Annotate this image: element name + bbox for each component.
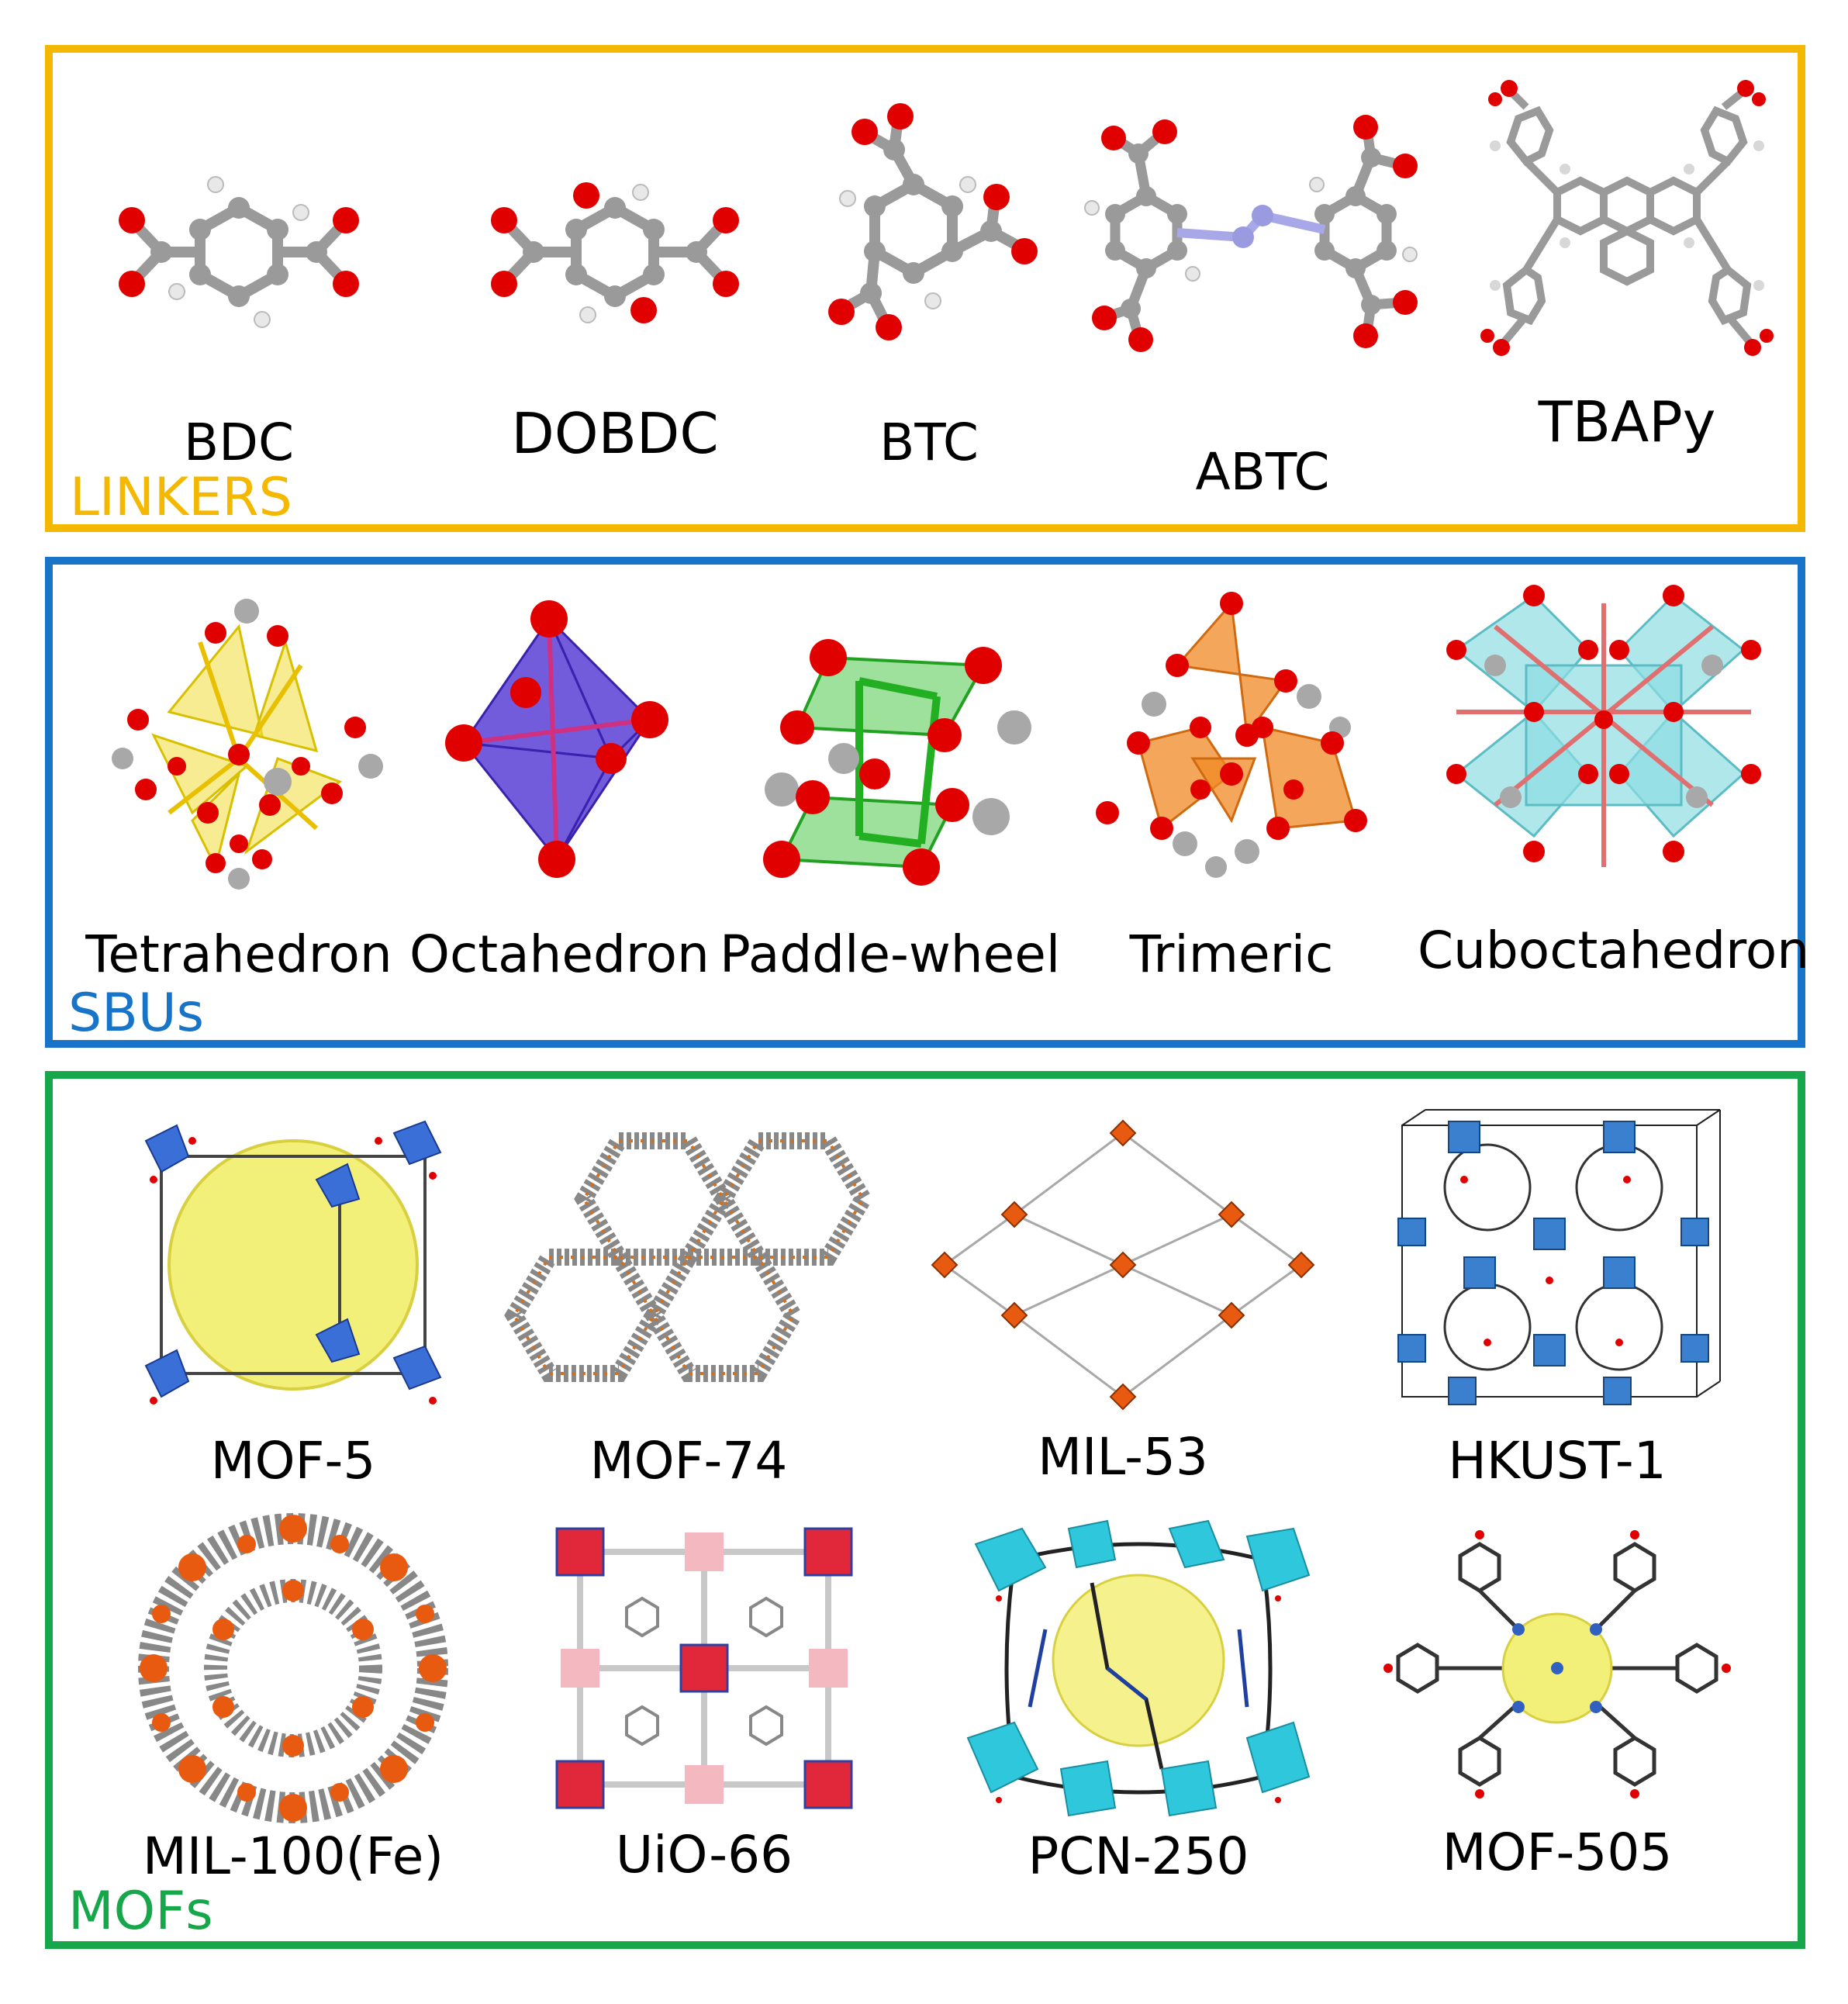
pcn-250: PCN-250 (952, 1513, 1325, 1901)
mil-53: MIL-53 (921, 1110, 1325, 1498)
linker-label: BTC (879, 413, 979, 472)
linker-dobdc: DOBDC (433, 138, 797, 464)
sbus-panel: SBUs Tetrahedron (45, 557, 1810, 1048)
mofs-panel: MOFs MOF-5 (45, 1071, 1805, 1949)
sbu-label: Tetrahedron (85, 924, 392, 984)
octahedron-sbu-icon (445, 600, 668, 878)
linker-label: BDC (183, 413, 295, 472)
bdc-molecule-icon (119, 176, 359, 328)
tbapy-molecule-icon (1480, 80, 1774, 356)
mof-label: MOF-505 (1442, 1823, 1673, 1882)
mof-505: MOF-505 (1371, 1513, 1743, 1901)
sbu-octahedron: Octahedron (409, 580, 710, 984)
mof-label: UiO-66 (615, 1825, 793, 1885)
mof-label: MOF-5 (210, 1431, 376, 1491)
sbu-label: Trimeric (1129, 924, 1334, 984)
trimeric-sbu-icon (1096, 592, 1367, 878)
mof-label: MOF-74 (589, 1431, 788, 1491)
mof-label: HKUST-1 (1448, 1431, 1667, 1491)
linkers-panel: LINKERS BDC DOBDC (45, 45, 1805, 532)
mof-5: MOF-5 (115, 1110, 471, 1498)
sbu-label: Octahedron (409, 924, 710, 984)
linker-label: ABTC (1195, 442, 1330, 502)
tetrahedron-sbu-icon (112, 599, 383, 890)
mil-53-structure-icon (931, 1119, 1315, 1411)
mof-label: MIL-53 (1038, 1427, 1208, 1487)
linker-label: DOBDC (511, 401, 719, 466)
abtc-molecule-icon (1084, 115, 1418, 352)
linker-btc: BTC (801, 76, 1057, 468)
sbus-panel-title: SBUs (68, 983, 205, 1044)
hkust-1: HKUST-1 (1371, 1102, 1743, 1498)
mof-label: MIL-100(Fe) (142, 1826, 444, 1886)
linkers-panel-title: LINKERS (70, 467, 292, 528)
mil-100-fe-structure-icon (138, 1513, 448, 1823)
sbu-label: Paddle-wheel (720, 924, 1061, 984)
sbu-label: Cuboctahedron (1418, 921, 1810, 980)
mofs-panel-title: MOFs (68, 1881, 213, 1942)
btc-molecule-icon (828, 103, 1038, 340)
sbu-paddle-wheel: Paddle-wheel (720, 580, 1061, 984)
mof-74: MOF-74 (503, 1110, 875, 1498)
mof-5-structure-icon (144, 1120, 442, 1405)
paddle-wheel-sbu-icon (763, 639, 1031, 886)
sbu-tetrahedron: Tetrahedron (84, 580, 394, 983)
linker-tbapy: TBAPy (1449, 76, 1805, 464)
mof-label: PCN-250 (1028, 1826, 1249, 1886)
uio-66: UiO-66 (534, 1513, 875, 1901)
linker-abtc: ABTC (1061, 99, 1464, 498)
mof-74-structure-icon (504, 1132, 873, 1382)
sbu-trimeric: Trimeric (1076, 580, 1387, 983)
uio-66-structure-icon (555, 1527, 853, 1809)
linker-label: TBAPy (1538, 389, 1716, 454)
dobdc-molecule-icon (491, 182, 739, 323)
mil-100-fe: MIL-100(Fe) (115, 1513, 471, 1901)
cuboctahedron-sbu-icon (1446, 585, 1761, 867)
hkust-1-structure-icon (1397, 1109, 1721, 1405)
mof-505-structure-icon (1383, 1530, 1731, 1798)
linker-bdc: BDC (76, 138, 402, 468)
sbu-cuboctahedron: Cuboctahedron (1418, 572, 1810, 983)
pcn-250-structure-icon (966, 1519, 1311, 1817)
